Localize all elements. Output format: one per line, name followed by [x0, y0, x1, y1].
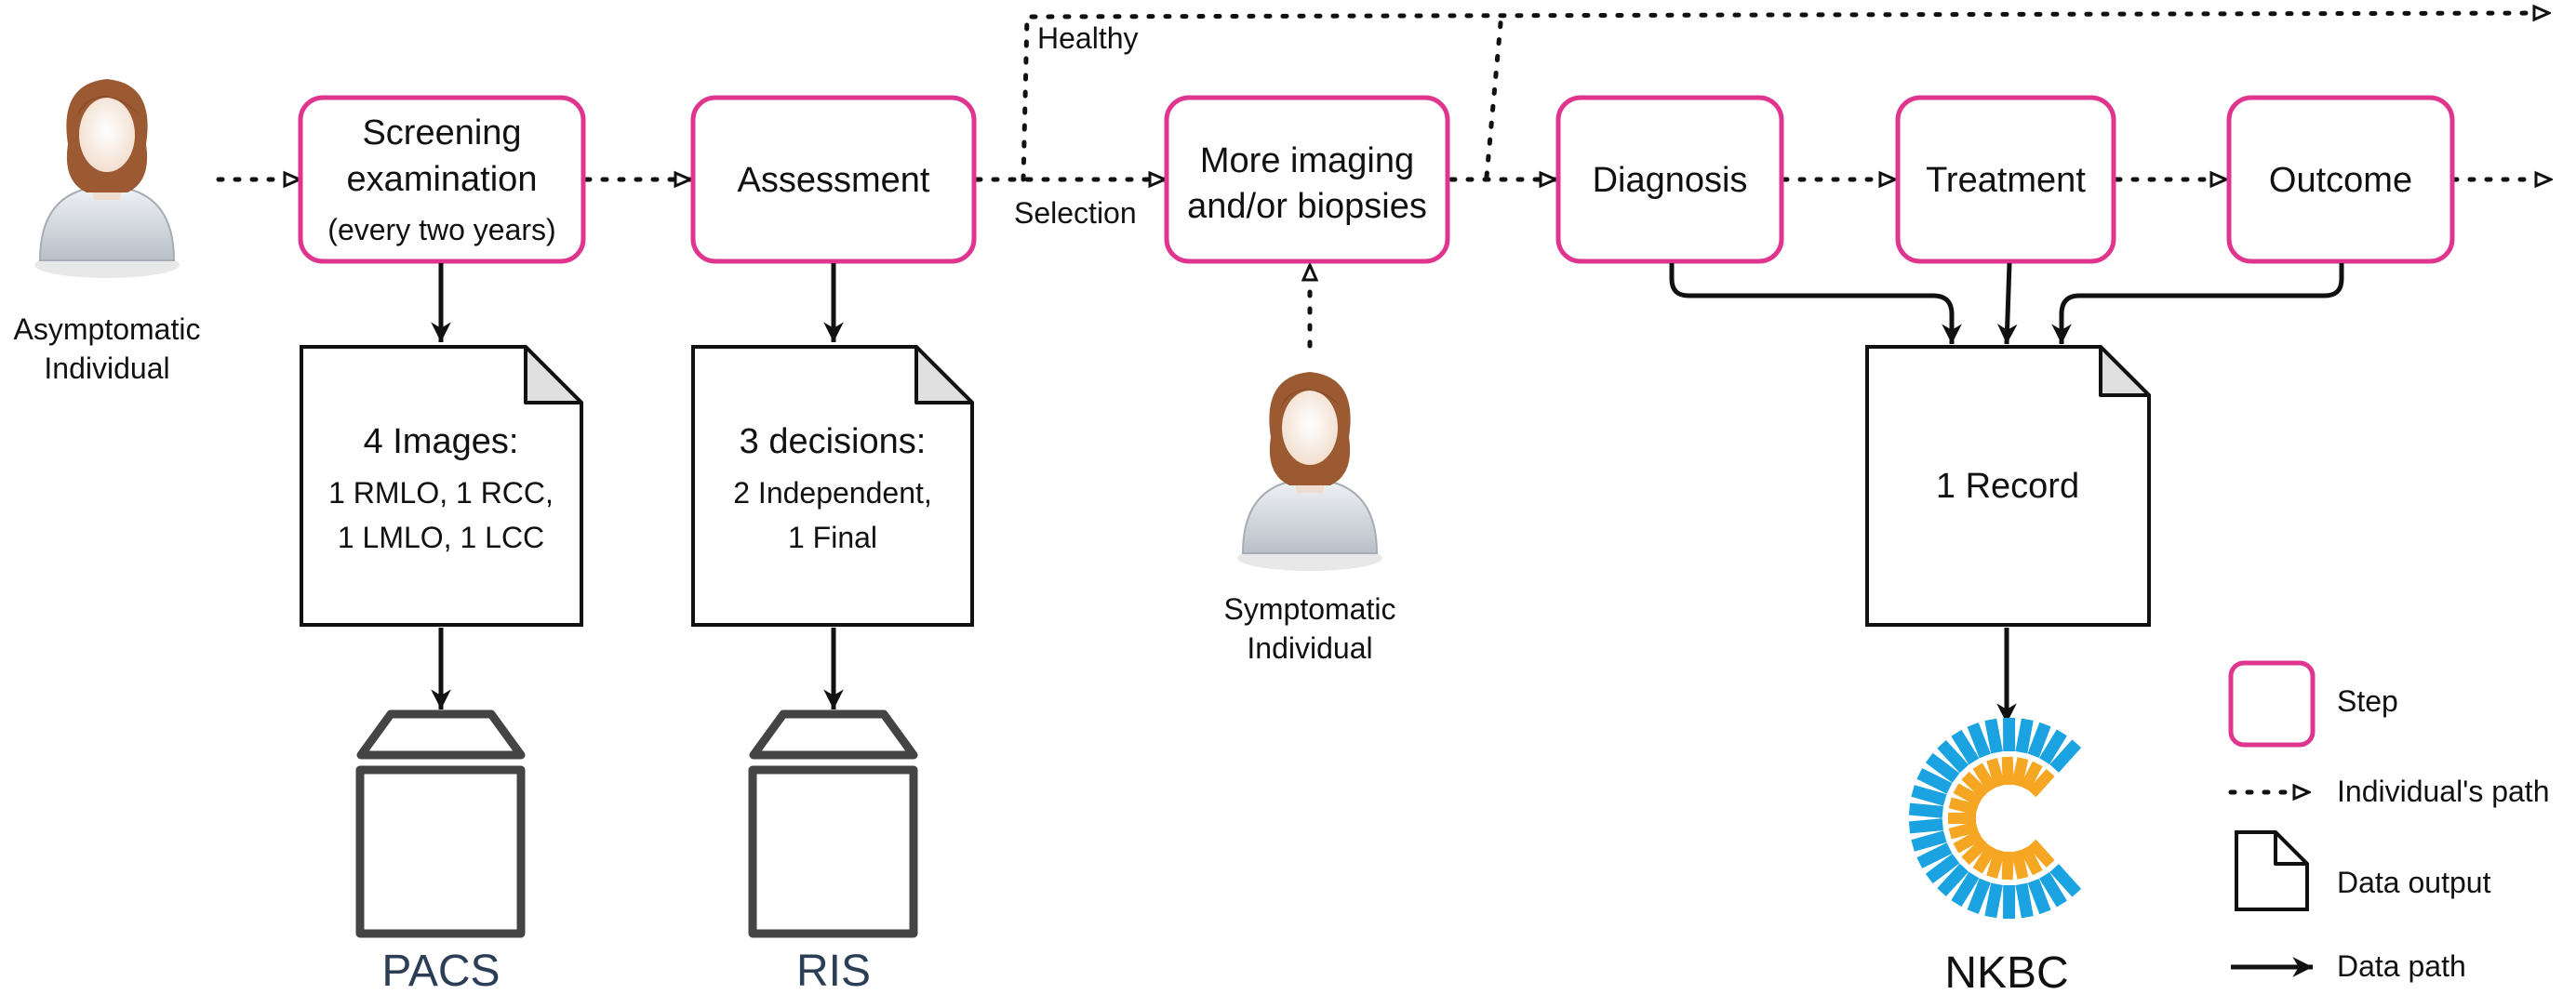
step-treatment: Treatment: [1895, 95, 2116, 264]
asymptomatic-label-line1: Asymptomatic: [14, 312, 201, 346]
logo-inner-dash: [2020, 845, 2043, 876]
logo-inner-dash: [1972, 843, 1997, 874]
logo-inner-dash: [2020, 761, 2043, 791]
decisions-doc-title: 3 decisions:: [740, 422, 927, 461]
logo-outer-dash: [1984, 882, 2003, 919]
images-doc-title: 4 Images:: [364, 422, 519, 461]
step-screening: Screening examination (every two years): [298, 95, 586, 264]
legend: Step Individual's path Data output Data …: [2228, 660, 2549, 983]
screening-title-line3: (every two years): [327, 213, 555, 246]
pacs-database-icon: [355, 709, 526, 938]
logo-outer-dash: [1951, 871, 1980, 908]
decisions-doc-line2: 1 Final: [788, 521, 877, 554]
logo-outer-dash: [2027, 878, 2051, 915]
logo-inner-dash: [1948, 821, 1979, 840]
logo-outer-dash: [1916, 842, 1953, 868]
logo-outer-dash: [1925, 752, 1960, 783]
record-document: 1 Record: [1865, 345, 2151, 627]
logo-inner-dash: [1953, 783, 1983, 807]
decisions-doc-line1: 2 Independent,: [733, 476, 932, 510]
diagnosis-to-record-arrow: [1669, 263, 1962, 344]
legend-data-output-swatch: [2235, 830, 2309, 911]
logo-outer-dash: [1967, 878, 1991, 914]
record-doc-title: 1 Record: [1936, 467, 2079, 506]
step-diagnosis: Diagnosis: [1555, 95, 1784, 264]
screening-title-line2: examination: [347, 160, 538, 199]
selection-label: Selection: [1014, 196, 1137, 230]
images-document: 4 Images: 1 RMLO, 1 RCC, 1 LMLO, 1 LCC: [300, 345, 583, 627]
logo-inner-dash: [1986, 848, 2006, 879]
logo-inner-dash: [1972, 762, 1997, 793]
ris-database-icon: [748, 709, 918, 938]
outcome-title: Outcome: [2269, 161, 2412, 200]
logo-inner-dash: [1961, 771, 1990, 800]
logo-outer-dash: [1911, 830, 1947, 852]
logo-inner-dash: [1961, 837, 1990, 866]
healthy-path: [1021, 13, 2552, 182]
logo-outer-dash: [1937, 739, 1969, 774]
logo-outer-dash: [2039, 729, 2067, 764]
symptomatic-person-icon: [1237, 372, 1382, 571]
legend-data-output-label: Data output: [2337, 866, 2491, 899]
symptomatic-label-line2: Individual: [1247, 631, 1372, 665]
asymptomatic-label-line2: Individual: [44, 351, 169, 385]
diagnosis-title: Diagnosis: [1593, 161, 1748, 200]
logo-inner-dash: [2001, 851, 2014, 881]
logo-outer-dash: [2049, 864, 2082, 897]
nkbc-logo-icon: [1908, 717, 2082, 920]
legend-step-swatch: [2228, 660, 2316, 748]
legend-step-label: Step: [2337, 684, 2398, 718]
step-assessment: Assessment: [690, 95, 977, 264]
logo-inner-dash: [2001, 756, 2014, 786]
logo-outer-dash: [1967, 722, 1991, 759]
logo-outer-dash: [1937, 863, 1969, 897]
treatment-to-record-arrow: [1996, 262, 2018, 345]
treatment-title: Treatment: [1926, 161, 2086, 200]
step-more-imaging: More imaging and/or biopsies: [1164, 95, 1450, 264]
legend-individual-path-label: Individual's path: [2337, 775, 2549, 808]
pacs-label: PACS: [381, 947, 500, 994]
individual-path: [216, 10, 2554, 349]
logo-inner-dash: [2027, 839, 2055, 868]
nkbc-label: NKBC: [1944, 948, 2068, 994]
images-doc-line1: 1 RMLO, 1 RCC,: [328, 476, 554, 510]
logo-inner-dash: [1986, 758, 2006, 789]
logo-outer-dash: [1951, 729, 1980, 765]
logo-outer-dash: [2039, 872, 2067, 908]
logo-inner-dash: [1953, 829, 1983, 854]
ris-label: RIS: [796, 947, 871, 994]
logo-outer-dash: [2015, 718, 2034, 754]
more-imaging-title-line2: and/or biopsies: [1187, 187, 1427, 226]
logo-outer-dash: [1916, 768, 1953, 794]
data-paths: [431, 262, 2344, 723]
asymptomatic-person-icon: [34, 79, 180, 278]
screening-title-line1: Screening: [362, 113, 521, 152]
logo-outer-dash: [2027, 722, 2051, 759]
legend-data-path-label: Data path: [2337, 949, 2466, 983]
healthy-return-path: [1484, 10, 1504, 179]
logo-outer-dash: [2049, 739, 2082, 773]
logo-outer-dash: [1908, 818, 1943, 834]
more-imaging-title-line1: More imaging: [1200, 141, 1414, 180]
logo-inner-dash: [2027, 768, 2055, 798]
healthy-label: Healthy: [1037, 21, 1139, 55]
assessment-title: Assessment: [738, 161, 930, 200]
logo-outer-dash: [1984, 718, 2003, 754]
logo-outer-dash: [1911, 785, 1947, 806]
logo-outer-dash: [1925, 854, 1960, 884]
symptomatic-label-line1: Symptomatic: [1224, 592, 1396, 626]
images-doc-line2: 1 LMLO, 1 LCC: [338, 521, 544, 554]
decisions-document: 3 decisions: 2 Independent, 1 Final: [691, 345, 974, 627]
step-outcome: Outcome: [2226, 95, 2455, 264]
logo-inner-dash: [2011, 757, 2029, 788]
logo-outer-dash: [1908, 802, 1943, 818]
logo-outer-dash: [2015, 882, 2034, 919]
logo-inner-dash: [1948, 797, 1979, 815]
logo-inner-dash: [2011, 849, 2029, 880]
outcome-to-record-arrow: [2051, 263, 2344, 344]
